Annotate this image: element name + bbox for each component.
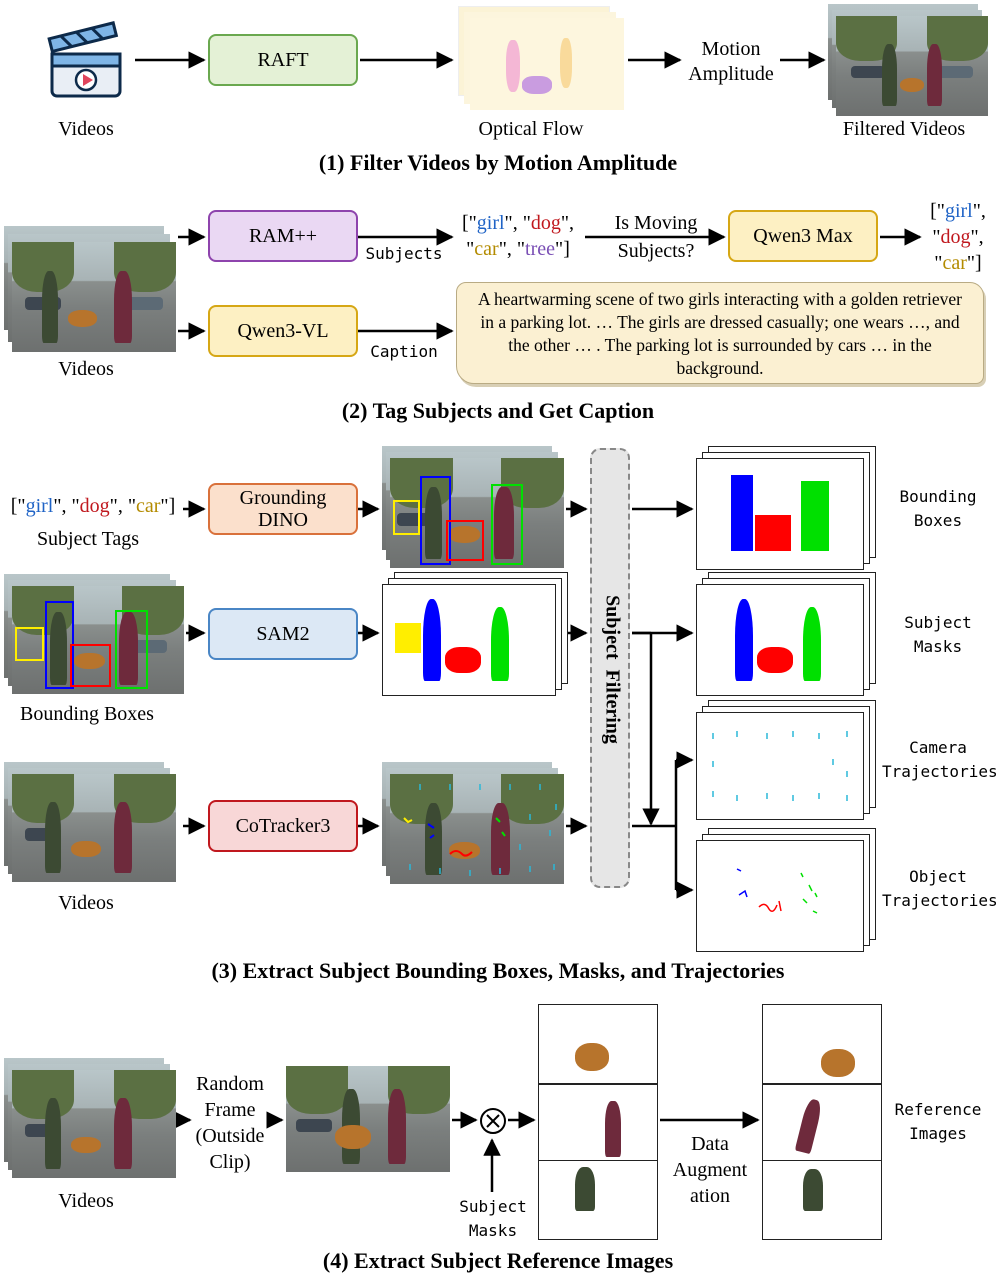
sam2-label: SAM2 [256, 623, 310, 645]
sam2-box: SAM2 [208, 608, 358, 660]
grounding-line2: DINO [257, 509, 308, 531]
data-aug-line3: ation [690, 1185, 730, 1207]
mask-output-stack [696, 572, 878, 696]
bbox-caption: Bounding Boxes [20, 703, 154, 725]
video-clapperboard-icon [47, 21, 124, 100]
play-icon [83, 74, 93, 86]
out-mask-line1: Subject [904, 613, 972, 632]
motion-line2: Amplitude [688, 63, 774, 85]
reference-column [762, 1004, 882, 1240]
qwen-max-box: Qwen3 Max [728, 210, 878, 262]
s4-videos-stack [4, 1058, 180, 1182]
tags-out-line1: ["girl", [930, 200, 986, 222]
s3-videos-stack [4, 762, 180, 886]
out-bbox-line2: Boxes [913, 511, 963, 530]
s3-videos-label: Videos [58, 892, 114, 914]
section2-title: (2) Tag Subjects and Get Caption [341, 398, 655, 423]
ram-label: RAM++ [248, 225, 318, 247]
caption-label: Caption [370, 342, 438, 361]
multiply-circle-icon [478, 1106, 508, 1136]
subjects-label: Subjects [365, 244, 443, 263]
section3-title: (3) Extract Subject Bounding Boxes, Mask… [211, 958, 785, 983]
object-tracks-plot [736, 868, 818, 914]
s3-tag-dog: dog [79, 495, 110, 517]
object-traj-stack [696, 828, 878, 952]
bbox-red [445, 519, 485, 561]
is-moving-line1: Is Moving [614, 212, 698, 234]
random-line4: Clip) [209, 1151, 251, 1173]
subject-filtering-label: Subject Filtering [601, 595, 624, 744]
ram-box: RAM++ [208, 210, 358, 262]
raft-label: RAFT [257, 49, 309, 71]
s3-tag-girl: girl [25, 495, 54, 517]
cotracker-box: CoTracker3 [208, 800, 358, 852]
bbox-green [490, 484, 523, 566]
section1-title: (1) Filter Videos by Motion Amplitude [318, 150, 678, 175]
ref-line2: Images [909, 1124, 967, 1143]
tag-car: car [474, 238, 499, 260]
tag-dog: dog [530, 212, 561, 234]
tag-out-girl: girl [944, 200, 973, 222]
subject-filtering-bar: Subject Filtering [590, 448, 630, 888]
random-line3: (Outside [195, 1125, 265, 1147]
tracking-overlay [403, 784, 557, 876]
section4-title: (4) Extract Subject Reference Images [322, 1248, 674, 1273]
filtered-videos-stack [828, 4, 994, 116]
s4-videos-label: Videos [58, 1190, 114, 1212]
qwen-vl-label: Qwen3-VL [237, 320, 329, 342]
motion-line1: Motion [701, 38, 761, 60]
optical-flow-image [458, 6, 624, 110]
out-cam-line2: Trajectories [882, 762, 996, 781]
sam-masks-stack [382, 572, 568, 696]
bbox-input-stack [4, 574, 186, 696]
crops-column [538, 1004, 658, 1240]
random-frame-image [286, 1066, 450, 1172]
bbox-output-stack [696, 446, 878, 570]
out-bbox-line1: Bounding [899, 487, 977, 506]
s2-videos-label: Videos [58, 358, 114, 380]
raft-box: RAFT [208, 34, 358, 86]
subject-tags-label: Subject Tags [36, 528, 140, 550]
out-obj-line1: Object [909, 867, 967, 886]
data-aug-line2: Augment [672, 1159, 748, 1181]
caption-text: A heartwarming scene of two girls intera… [477, 289, 962, 378]
out-mask-line2: Masks [913, 637, 963, 656]
bbox-yellow [393, 499, 421, 535]
tags-in-line2: "car", "tree"] [466, 238, 570, 260]
tags-out-line3: "car"] [934, 252, 982, 274]
detection-frames [382, 446, 568, 570]
out-cam-line1: Camera [909, 738, 967, 757]
grounding-line1: Grounding [239, 487, 327, 509]
tag-girl: girl [476, 212, 505, 234]
is-moving-line2: Subjects? [617, 240, 695, 262]
camera-traj-stack [696, 700, 878, 820]
tags-in-line1: ["girl", "dog", [461, 212, 575, 234]
camera-tracks-plot [712, 731, 848, 801]
out-obj-line2: Trajectories [882, 891, 996, 910]
tag-out-dog: dog [940, 226, 971, 248]
tag-tree: tree [525, 238, 556, 260]
s3-tag-car: car [136, 495, 161, 517]
tags-out-line2: "dog", [932, 226, 984, 248]
tracking-frames [382, 762, 568, 886]
tag-out-car: car [942, 252, 967, 274]
qwen-max-label: Qwen3 Max [753, 225, 853, 247]
random-line1: Random [196, 1073, 264, 1095]
optical-flow-label: Optical Flow [478, 118, 584, 140]
ref-line1: Reference [894, 1100, 982, 1119]
subject-masks-line1: Subject [459, 1197, 527, 1216]
caption-box [456, 282, 984, 384]
subject-masks-line2: Masks [468, 1221, 518, 1240]
s1-videos-label: Videos [58, 118, 114, 140]
filtered-videos-label: Filtered Videos [842, 118, 966, 140]
random-line2: Frame [204, 1099, 256, 1121]
subject-tags-list: ["girl", "dog", "car"] [10, 495, 176, 517]
qwen-vl-box: Qwen3-VL [208, 305, 358, 357]
data-aug-line1: Data [691, 1133, 729, 1155]
s2-videos-stack [4, 226, 180, 352]
cotracker-label: CoTracker3 [235, 815, 331, 837]
